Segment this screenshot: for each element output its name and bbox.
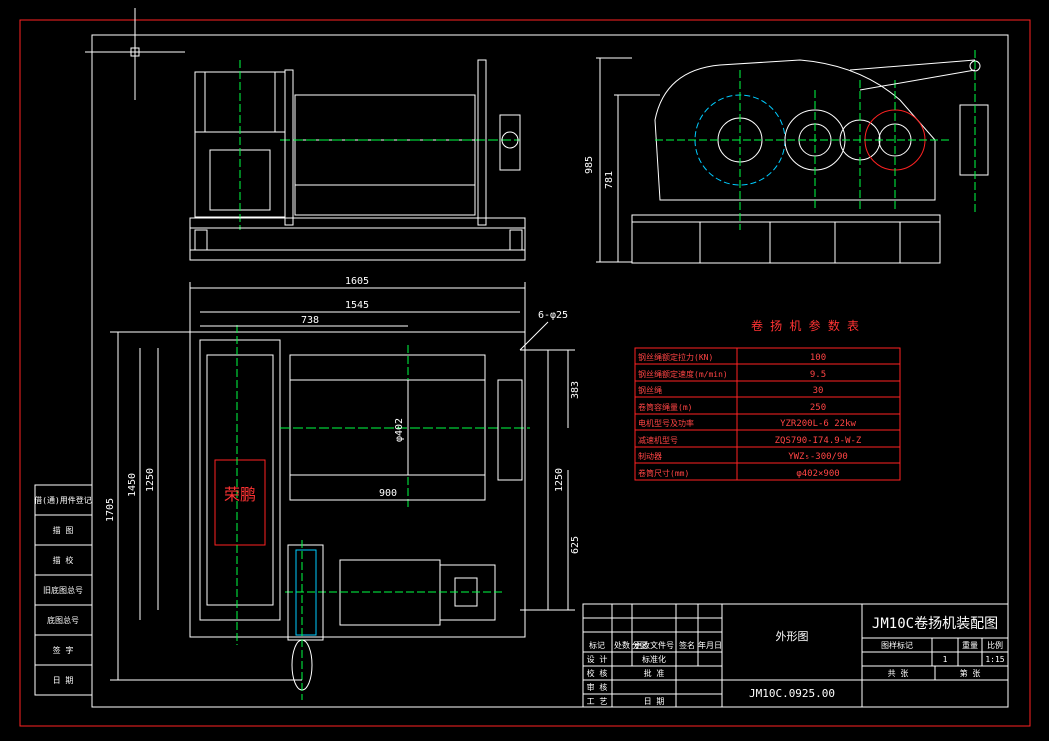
stage-label: 图样标记 bbox=[881, 640, 913, 650]
dim-1545: 1545 bbox=[345, 300, 369, 311]
approve-label: 批 准 bbox=[644, 668, 665, 678]
drawing-title: JM10C卷扬机装配图 bbox=[872, 616, 998, 632]
rev-header: 更改文件号 bbox=[634, 640, 674, 650]
standardize-label: 标准化 bbox=[642, 654, 666, 664]
dim-1705: 1705 bbox=[105, 498, 116, 522]
dim-phi402: φ402 bbox=[394, 418, 405, 442]
strip-label: 旧底图总号 bbox=[43, 585, 83, 595]
process-label: 工 艺 bbox=[587, 697, 608, 706]
rev-header: 分区 bbox=[632, 641, 648, 650]
sheet-no: 第 张 bbox=[960, 668, 981, 678]
param-label: 钢丝绳额定拉力(KN) bbox=[638, 352, 713, 362]
rev-header: 年月日 bbox=[698, 640, 722, 650]
logo-text: 荣鹏 bbox=[224, 485, 256, 504]
title-block-grid bbox=[582, 603, 1009, 708]
rev-header: 标记 bbox=[589, 640, 605, 650]
drawing-number: JM10C.0925.00 bbox=[749, 687, 835, 700]
inner-frame bbox=[91, 34, 1009, 708]
param-label: 卷筒尺寸(mm) bbox=[638, 468, 689, 478]
dim-383: 383 bbox=[570, 381, 581, 399]
plan-dimensions bbox=[110, 282, 575, 681]
param-value: 30 bbox=[813, 386, 824, 396]
crosshair-cursor-icon bbox=[85, 8, 185, 100]
param-label: 卷筒容绳量(m) bbox=[638, 402, 692, 412]
dim-1250-right: 1250 bbox=[554, 468, 565, 492]
dim-625: 625 bbox=[570, 536, 581, 554]
left-strip-table: 借(通)用件登记 描 图 描 校 旧底图总号 底图总号 签 字 日 期 bbox=[34, 484, 93, 696]
param-label: 电机型号及功率 bbox=[638, 418, 694, 428]
dim-738: 738 bbox=[301, 315, 319, 326]
side-view bbox=[596, 50, 989, 264]
param-value: ZQS790-I74.9-W-Z bbox=[775, 436, 862, 446]
dim-holes: 6-φ25 bbox=[538, 310, 568, 321]
weight-label: 重量 bbox=[962, 640, 978, 650]
param-value: 100 bbox=[810, 353, 826, 363]
rev-header: 处数 bbox=[614, 640, 630, 650]
param-label: 钢丝绳额定速度(m/min) bbox=[638, 369, 728, 379]
strip-label: 借(通)用件登记 bbox=[34, 495, 92, 505]
param-value: YWZ₅-300/90 bbox=[788, 452, 848, 462]
front-view bbox=[189, 59, 526, 261]
param-label: 制动器 bbox=[638, 451, 662, 461]
sheet-total: 共 张 bbox=[888, 669, 909, 678]
dim-900: 900 bbox=[379, 488, 397, 499]
param-value: YZR200L-6 22kw bbox=[780, 419, 856, 429]
strip-label: 日 期 bbox=[53, 676, 74, 685]
check-label: 校 核 bbox=[587, 668, 608, 678]
param-label: 减速机型号 bbox=[638, 435, 678, 445]
param-table bbox=[634, 347, 901, 481]
count-value: 1 bbox=[943, 655, 948, 664]
scale-value: 1:15 bbox=[985, 655, 1004, 664]
dim-1250-left: 1250 bbox=[145, 468, 156, 492]
strip-label: 底图总号 bbox=[47, 615, 79, 625]
dim-1605: 1605 bbox=[345, 276, 369, 287]
rev-header: 签名 bbox=[679, 640, 695, 650]
scale-label: 比例 bbox=[987, 640, 1003, 650]
date-label: 日 期 bbox=[644, 697, 665, 706]
dim-985: 985 bbox=[584, 156, 595, 174]
review-label: 审 核 bbox=[587, 682, 608, 692]
design-label: 设 计 bbox=[587, 654, 608, 664]
strip-label: 描 图 bbox=[53, 525, 74, 535]
strip-label: 描 校 bbox=[53, 555, 74, 565]
strip-label: 签 字 bbox=[53, 645, 74, 655]
view-name: 外形图 bbox=[776, 630, 809, 643]
plan-view bbox=[189, 325, 530, 700]
dim-781: 781 bbox=[604, 171, 615, 189]
param-table-title: 卷 扬 机 参 数 表 bbox=[751, 318, 859, 333]
param-value: 250 bbox=[810, 403, 826, 413]
dim-1450: 1450 bbox=[127, 473, 138, 497]
param-label: 钢丝绳 bbox=[638, 385, 662, 395]
param-value: 9.5 bbox=[810, 370, 826, 380]
outer-frame bbox=[19, 19, 1031, 727]
param-value: φ402×900 bbox=[796, 469, 839, 479]
